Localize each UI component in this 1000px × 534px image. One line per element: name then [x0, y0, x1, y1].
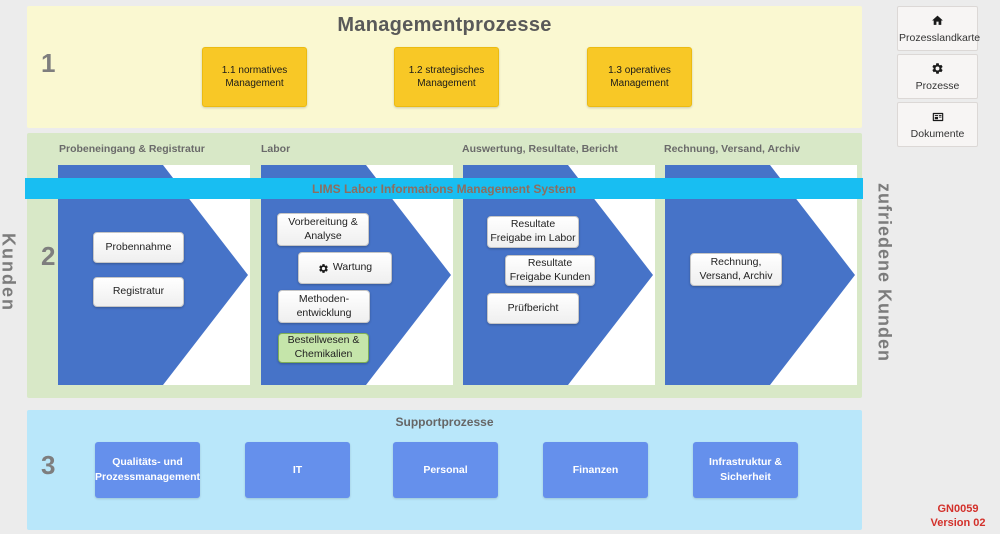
gear-icon	[931, 60, 944, 77]
document-code: GN0059	[937, 503, 979, 515]
process-box-operatives-management[interactable]: 1.3 operatives Management	[587, 47, 692, 107]
support-box-finanzen[interactable]: Finanzen	[543, 442, 648, 498]
support-band-title: Supportprozesse	[395, 415, 494, 429]
process-box-wartung[interactable]: Wartung	[298, 252, 392, 284]
band-number-1: 1	[41, 48, 56, 78]
navigation-sidebar: Prozesslandkarte Prozesse Dokumente	[897, 6, 981, 150]
process-box-wartung-label: Wartung	[332, 261, 373, 274]
document-version: Version 02	[930, 516, 986, 529]
management-band-title: Managementprozesse	[337, 14, 552, 36]
process-box-resultate-freigabe-labor[interactable]: Resultate Freigabe im Labor	[487, 216, 579, 248]
satisfied-customers-label: zufriedene Kunden	[874, 182, 895, 362]
column-header-rechnung: Rechnung, Versand, Archiv	[664, 143, 801, 155]
process-box-resultate-freigabe-kunden[interactable]: Resultate Freigabe Kunden	[505, 255, 595, 286]
nav-label: Prozesslandkarte	[899, 32, 981, 44]
process-box-methodenentwicklung[interactable]: Methoden- entwicklung	[278, 290, 370, 323]
process-box-rechnung-versand-archiv[interactable]: Rechnung, Versand, Archiv	[690, 253, 782, 286]
process-arrow	[58, 165, 248, 385]
home-icon	[931, 12, 944, 29]
gear-icon	[318, 263, 329, 274]
process-box-probennahme[interactable]: Probennahme	[93, 232, 184, 263]
band-number-3: 3	[41, 450, 56, 480]
process-column-panel	[58, 165, 250, 385]
documents-icon	[931, 108, 945, 125]
band-number-2: 2	[41, 241, 56, 271]
support-box-personal[interactable]: Personal	[393, 442, 498, 498]
process-box-vorbereitung-analyse[interactable]: Vorbereitung & Analyse	[277, 213, 369, 246]
column-header-labor: Labor	[261, 143, 291, 155]
management-band: Managementprozesse 1 1.1 normatives Mana…	[27, 6, 862, 128]
lims-system-bar[interactable]: LIMS Labor Informations Management Syste…	[25, 178, 863, 199]
nav-button-prozesse[interactable]: Prozesse	[897, 54, 978, 99]
customers-label: Kunden	[0, 233, 19, 312]
process-box-pruefbericht[interactable]: Prüfbericht	[487, 293, 579, 324]
nav-label: Dokumente	[910, 128, 965, 140]
column-header-probeneingang: Probeneingang & Registratur	[59, 143, 205, 155]
nav-button-prozesslandkarte[interactable]: Prozesslandkarte	[897, 6, 981, 51]
support-box-qualitaetsmanagement[interactable]: Qualitäts- und Prozessmanagement	[95, 442, 200, 498]
process-box-normatives-management[interactable]: 1.1 normatives Management	[202, 47, 307, 107]
process-box-strategisches-management[interactable]: 1.2 strategisches Management	[394, 47, 499, 107]
support-band: Supportprozesse 3 Qualitäts- und Prozess…	[27, 410, 862, 530]
support-box-infrastruktur-sicherheit[interactable]: Infrastruktur & Sicherheit	[693, 442, 798, 498]
nav-label: Prozesse	[915, 80, 960, 92]
support-box-it[interactable]: IT	[245, 442, 350, 498]
core-process-band: Probeneingang & Registratur Labor Auswer…	[27, 133, 862, 398]
process-box-bestellwesen-chemikalien[interactable]: Bestellwesen & Chemikalien	[278, 333, 369, 363]
process-box-registratur[interactable]: Registratur	[93, 277, 184, 307]
nav-button-dokumente[interactable]: Dokumente	[897, 102, 978, 147]
column-header-auswertung: Auswertung, Resultate, Bericht	[462, 143, 618, 155]
document-version-stamp: GN0059 Version 02	[908, 503, 1000, 531]
